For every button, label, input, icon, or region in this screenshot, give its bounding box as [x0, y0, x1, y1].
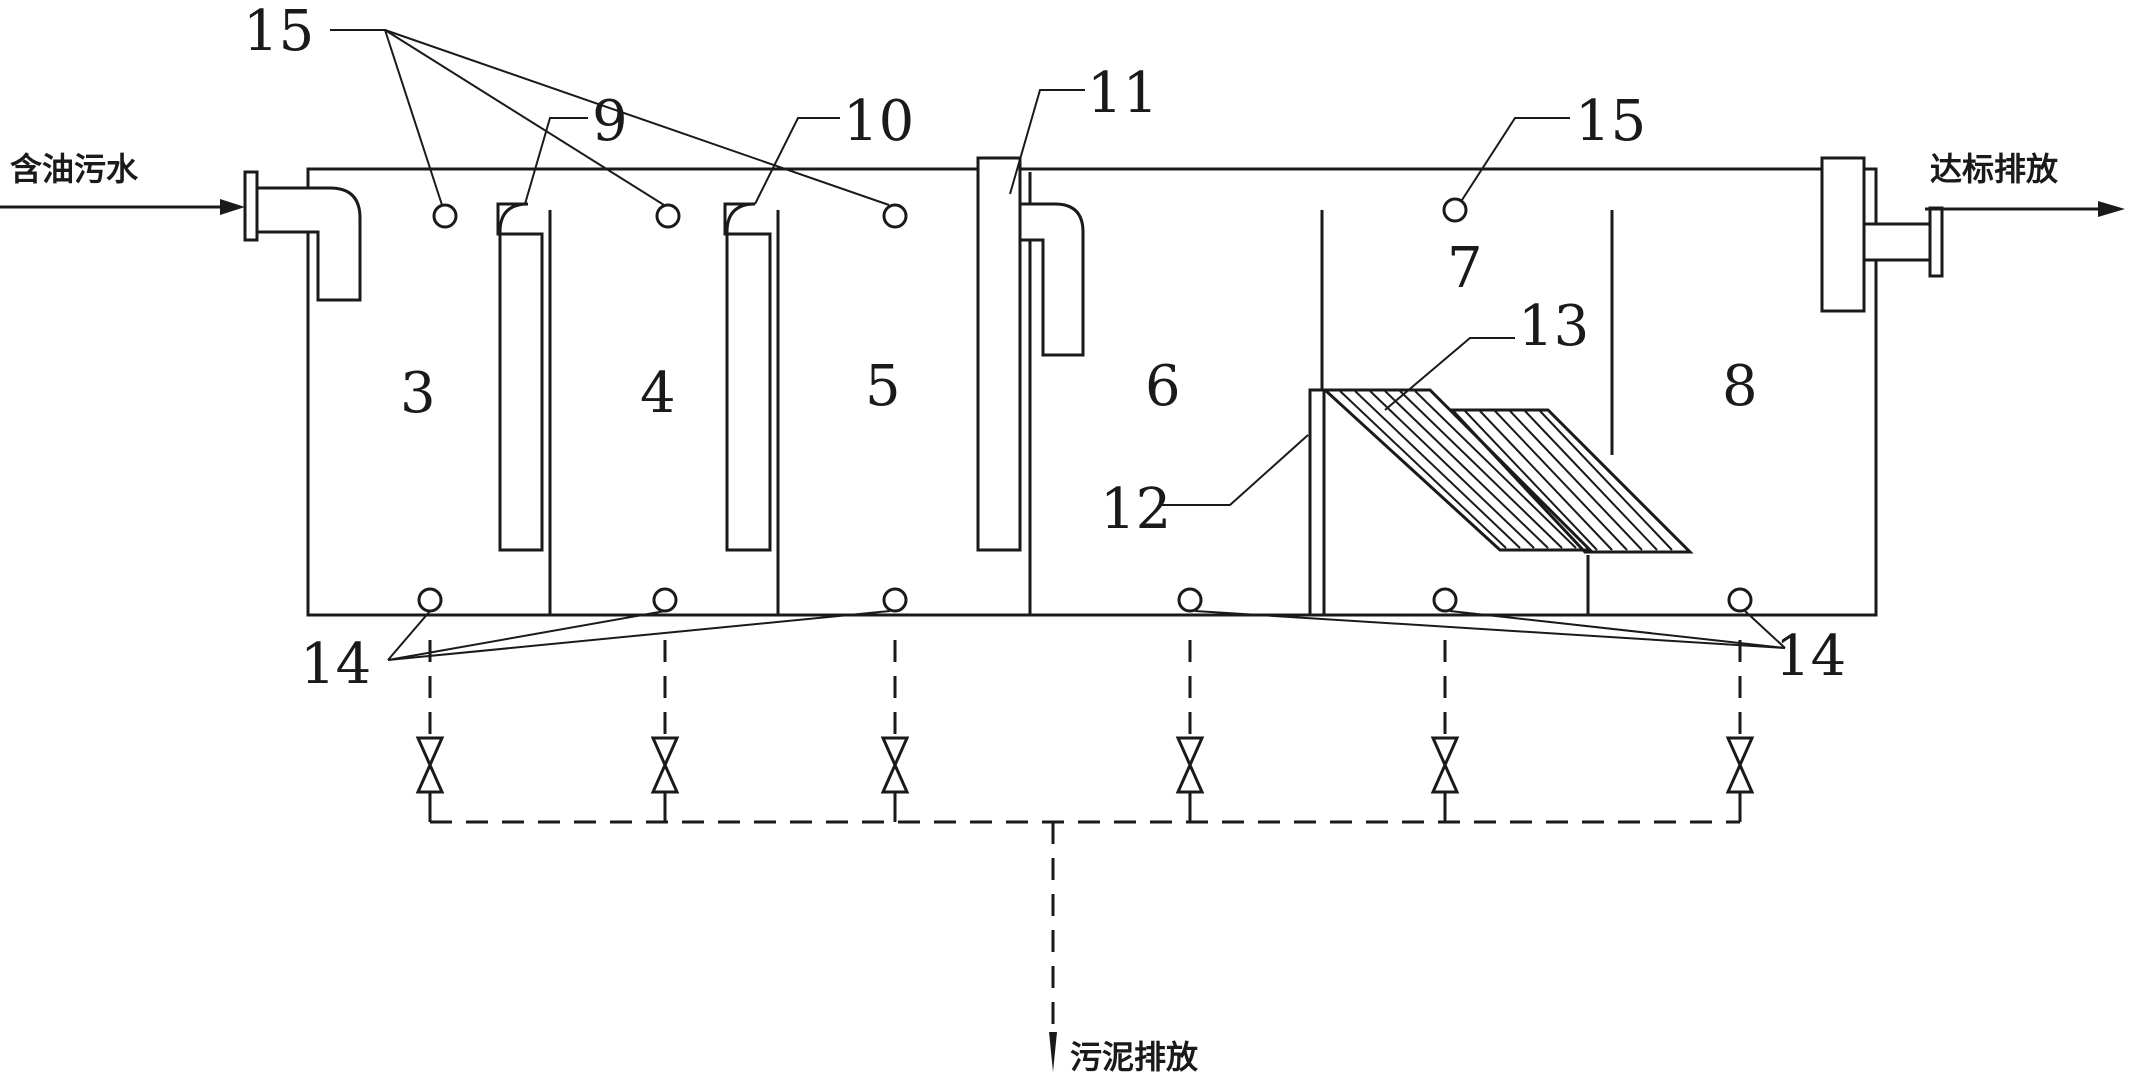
- callout-14-right: 14: [1775, 624, 1846, 689]
- chamber-8-label: 8: [1722, 354, 1758, 419]
- inclined-plates-13: [1321, 388, 1694, 554]
- callout-15-right: 15: [1575, 89, 1646, 154]
- chamber-3-label: 3: [400, 361, 436, 426]
- chamber-4-label: 4: [640, 361, 676, 426]
- chamber-6-label: 6: [1145, 354, 1181, 419]
- chamber-7-label: 7: [1447, 236, 1483, 301]
- outlet-arrow: [1925, 201, 2125, 217]
- inlet-arrow: [0, 199, 245, 215]
- top-circles-15: [432, 197, 1468, 229]
- tank-outline: [306, 167, 1878, 617]
- leader-lines: [330, 29, 1786, 661]
- bottom-circles-14: [417, 587, 1753, 613]
- outlet-pipe: [1820, 156, 1944, 313]
- callout-14-left: 14: [300, 632, 371, 697]
- j-pipe-9: [496, 202, 544, 552]
- callout-15-left: 15: [243, 0, 314, 64]
- callout-13: 13: [1518, 294, 1589, 359]
- sludge-arrow: [1049, 1032, 1057, 1072]
- inlet-pipe: [243, 170, 362, 302]
- sludge-label: 污泥排放: [1070, 1038, 1199, 1076]
- valves: [415, 736, 1755, 794]
- pipe-11: [976, 156, 1085, 552]
- j-pipe-10: [723, 202, 772, 552]
- baffle-plate-12: [1308, 388, 1326, 617]
- callout-11: 11: [1087, 61, 1158, 126]
- callout-10: 10: [843, 89, 914, 154]
- callout-9: 9: [592, 89, 628, 154]
- outlet-label: 达标排放: [1930, 150, 2059, 188]
- chamber-5-label: 5: [865, 354, 901, 419]
- callout-12: 12: [1100, 477, 1171, 542]
- inlet-label: 含油污水: [10, 150, 139, 188]
- sludge-drain-lines: [428, 640, 1742, 1040]
